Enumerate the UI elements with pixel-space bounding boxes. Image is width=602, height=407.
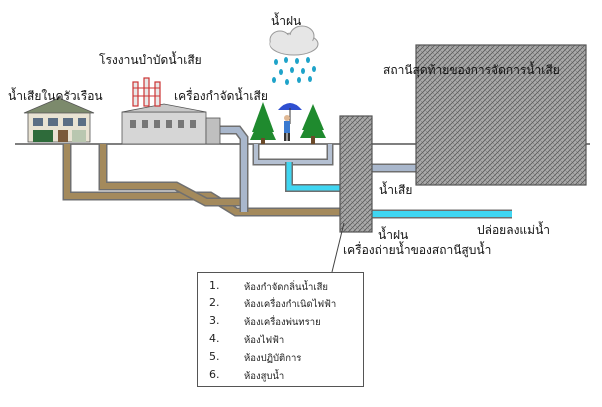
final-station-label: สถานีสุดท้ายของการจัดการน้ำเสีย	[383, 63, 560, 77]
legend-item-text: ห้องเครื่องกำเนิดไฟฟ้า	[244, 299, 337, 310]
treatment-plant-label: โรงงานบำบัดน้ำเสีย	[99, 53, 202, 67]
pump-station-label: เครื่องถ่ายน้ำของสถานีสูบน้ำ	[343, 243, 492, 257]
discharge-river-label: ปล่อยลงแม่น้ำ	[477, 223, 551, 237]
rain-cloud-illustration	[269, 25, 319, 85]
legend-item: 3. ห้องเครื่องพ่นทราย	[198, 314, 363, 331]
treatment-plant-illustration	[121, 77, 221, 145]
legend-item-text: ห้องเครื่องพ่นทราย	[244, 317, 321, 328]
legend-item-number: 5.	[209, 350, 220, 363]
person-umbrella-illustration	[278, 103, 302, 141]
legend-item: 6. ห้องสูบน้ำ	[198, 368, 363, 385]
legend-item-number: 3.	[209, 314, 220, 327]
legend-item-number: 1.	[209, 279, 220, 292]
final-station-structure	[415, 44, 587, 186]
wastewater-remover-label: เครื่องกำจัดน้ำเสีย	[174, 89, 268, 103]
legend-item-text: ห้องสูบน้ำ	[244, 371, 285, 382]
legend-item: 2. ห้องเครื่องกำเนิดไฟฟ้า	[198, 296, 363, 313]
legend-item-text: ห้องกำจัดกลิ่นน้ำเสีย	[244, 282, 328, 293]
rain-label: น้ำฝน	[271, 14, 302, 28]
legend-item-text: ห้องปฏิบัติการ	[244, 353, 302, 364]
legend-leader-line	[331, 222, 345, 273]
wastewater-label: น้ำเสีย	[379, 183, 413, 197]
legend-item: 5. ห้องปฏิบัติการ	[198, 350, 363, 367]
legend-item-number: 4.	[209, 332, 220, 345]
legend-item-number: 2.	[209, 296, 220, 309]
tree-illustration	[250, 102, 326, 144]
household-wastewater-label: น้ำเสียในครัวเรือน	[8, 89, 103, 103]
rain-water-label: น้ำฝน	[378, 228, 409, 242]
sewer-pipes	[62, 125, 512, 219]
legend-item-text: ห้องไฟฟ้า	[244, 335, 285, 346]
legend-item: 4. ห้องไฟฟ้า	[198, 332, 363, 349]
pump-station-structure	[339, 115, 373, 233]
house-illustration	[23, 97, 95, 143]
legend-item-number: 6.	[209, 368, 220, 381]
legend-item: 1. ห้องกำจัดกลิ่นน้ำเสีย	[198, 279, 363, 296]
legend-box: 1. ห้องกำจัดกลิ่นน้ำเสีย 2. ห้องเครื่องก…	[197, 272, 364, 387]
